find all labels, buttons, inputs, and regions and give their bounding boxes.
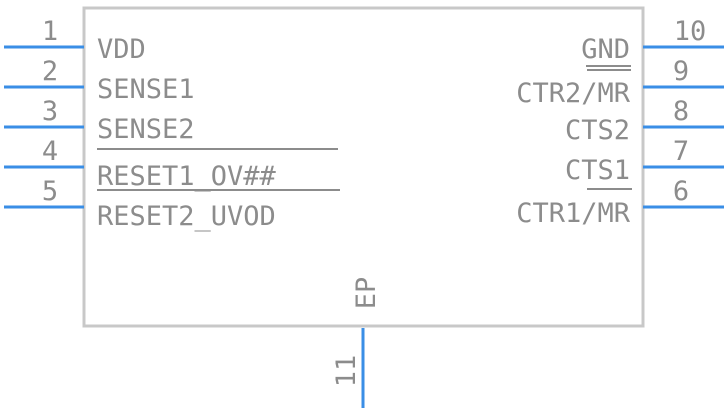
pin-3-label: SENSE2 [97, 114, 195, 145]
pin-9-number: 9 [673, 56, 689, 87]
pin-7-label: CTS1 [565, 155, 630, 186]
pin-9-label: CTR2/MR [516, 78, 631, 109]
pin-2-label: SENSE1 [97, 74, 195, 105]
pin-8-label: CTS2 [565, 115, 630, 146]
pin-4-number: 4 [42, 136, 58, 167]
pin-11-label: EP [351, 277, 382, 310]
pin-1-label: VDD [97, 34, 146, 65]
pin-10-number: 10 [674, 16, 707, 47]
pin-6-number: 6 [673, 176, 689, 207]
pin-11-number: 11 [331, 355, 362, 388]
pin-5-label: RESET2_UVOD [97, 201, 276, 232]
pin-2-number: 2 [42, 56, 58, 87]
pin-4-label: RESET1_OV## [97, 161, 277, 192]
pin-3-number: 3 [42, 96, 58, 127]
pin-6-label: CTR1/MR [516, 198, 631, 229]
pin-8-number: 8 [673, 96, 689, 127]
pin-7-number: 7 [673, 136, 689, 167]
pin-1-number: 1 [42, 16, 58, 47]
pin-10-label: GND [581, 34, 630, 65]
pin-5-number: 5 [42, 176, 58, 207]
